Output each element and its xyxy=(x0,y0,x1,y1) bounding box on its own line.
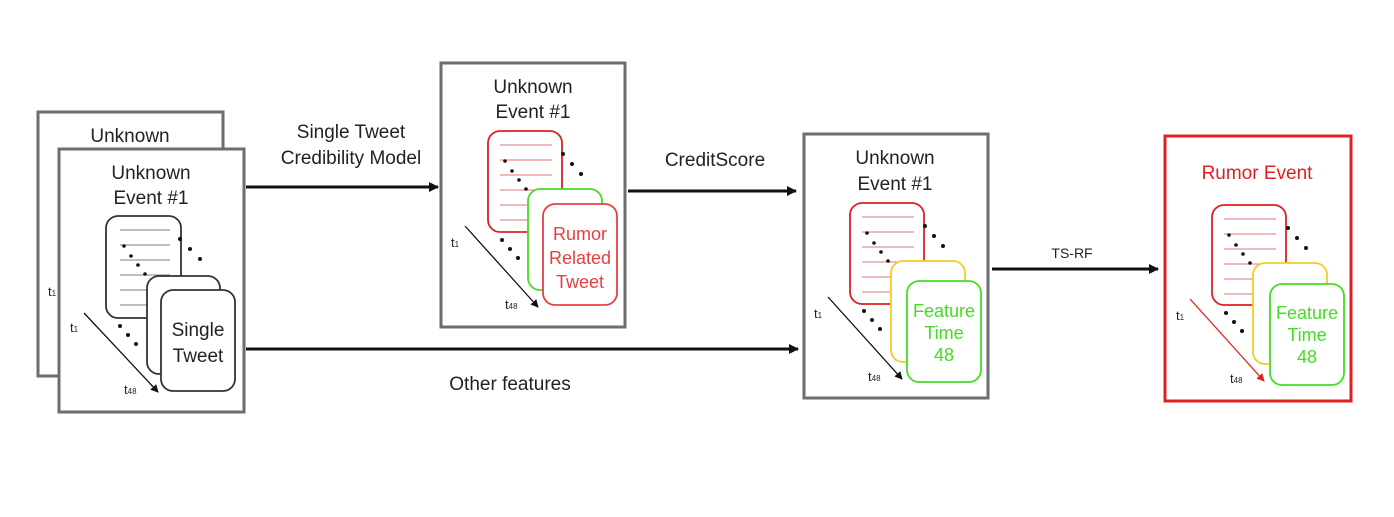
stage4-card-label-line2: Time xyxy=(1287,325,1326,345)
stage1-single-tweet-card: Single Tweet xyxy=(160,289,236,392)
stage4-t48-label: t48 xyxy=(1230,371,1243,386)
stage4-feature-card: Feature Time 48 xyxy=(1269,283,1345,386)
stage2-event: Unknown Event #1 Rumor Related Tweet xyxy=(439,61,627,329)
stage1-event-stack: Unknown t1 Unknown Event #1 Si xyxy=(36,110,246,414)
stage1-card-label-line1: Single xyxy=(172,320,225,341)
stage3-title-line1: Unknown xyxy=(855,148,934,169)
stage2-card-label-line1: Rumor xyxy=(553,224,607,244)
stage3-event: Unknown Event #1 Feature Time 48 xyxy=(802,132,990,400)
stage1-time-arrow xyxy=(83,312,159,393)
stage2-title-line2: Event #1 xyxy=(496,102,571,123)
stage3-t48-label: t48 xyxy=(868,369,881,384)
stage3-time-arrow xyxy=(827,296,903,380)
stage3-card-label-line2: Time xyxy=(924,323,963,343)
stage2-t48-label: t48 xyxy=(505,297,518,312)
stage3-card-label-line1: Feature xyxy=(913,301,975,321)
stage3-title-line2: Event #1 xyxy=(858,174,933,195)
stage4-title: Rumor Event xyxy=(1202,163,1314,184)
stage1-title-line2: Event #1 xyxy=(114,188,189,209)
stage1-dots xyxy=(118,237,202,346)
stage4-card-label-line3: 48 xyxy=(1297,347,1317,367)
stage1-t1-label: t1 xyxy=(70,320,79,335)
arrow2-label: CreditScore xyxy=(665,150,765,171)
stage4-dots xyxy=(1224,226,1308,333)
stage2-time-arrow xyxy=(464,225,539,308)
stage3-t1-label: t1 xyxy=(814,306,823,321)
stage1-title-line1: Unknown xyxy=(111,163,190,184)
stage4-time-arrow xyxy=(1189,298,1265,382)
stage1-card-label-line2: Tweet xyxy=(173,346,224,367)
stage1-t48-label: t48 xyxy=(124,382,137,397)
stage3-card-label-line3: 48 xyxy=(934,345,954,365)
stage4-t1-label: t1 xyxy=(1176,308,1185,323)
stage2-card-label-line2: Related xyxy=(549,248,611,268)
stage1-back-title: Unknown xyxy=(90,126,169,147)
arrow-bottom-label: Other features xyxy=(449,374,570,395)
stage4-card-label-line1: Feature xyxy=(1276,303,1338,323)
stage2-rumor-tweet-card: Rumor Related Tweet xyxy=(542,203,618,306)
stage2-title-line1: Unknown xyxy=(493,77,572,98)
stage1-back-t1: t1 xyxy=(48,284,57,299)
stage4-rumor-event: Rumor Event Feature Time 48 xyxy=(1163,134,1353,403)
arrow3-label: TS-RF xyxy=(1051,245,1092,261)
stage2-dots xyxy=(500,152,583,260)
arrow1-label-line2: Credibility Model xyxy=(281,148,421,169)
stage3-dots xyxy=(862,224,945,331)
stage3-feature-card: Feature Time 48 xyxy=(906,280,982,383)
arrow1-label-line1: Single Tweet xyxy=(297,122,406,143)
stage2-card-label-line3: Tweet xyxy=(556,272,604,292)
stage2-t1-label: t1 xyxy=(451,235,460,250)
